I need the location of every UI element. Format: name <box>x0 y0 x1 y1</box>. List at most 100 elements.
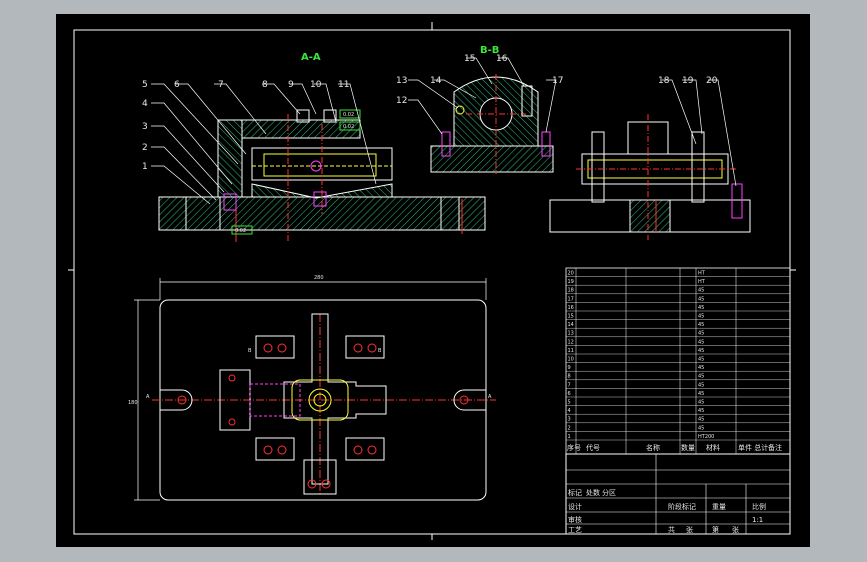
title-block: 标记 处数 分区 设计 审核 工艺 阶段标记 重量 比例 1:1 共 张 第 张 <box>565 453 791 535</box>
bom-row-material: HT <box>698 271 706 277</box>
bom-header-cell: 代号 <box>586 443 600 452</box>
tb-label-review: 审核 <box>568 515 582 524</box>
part-label-4: 4 <box>142 99 148 109</box>
part-label-18: 18 <box>658 76 670 86</box>
bom-row-material: 45 <box>698 339 704 345</box>
dimension-height: 180 <box>128 400 138 406</box>
part-label-15: 15 <box>464 54 475 64</box>
tb-label-stage: 阶段标记 <box>668 502 696 511</box>
tb-scale-value: 1:1 <box>752 516 763 524</box>
bom-row-material: 45 <box>698 374 704 380</box>
bom-row-number: 10 <box>568 357 574 363</box>
part-label-17: 17 <box>552 76 563 86</box>
bom-row-number: 19 <box>568 279 574 285</box>
part-label-3: 3 <box>142 122 148 132</box>
bom-header-cell: 序号 <box>567 443 581 452</box>
bom-row-number: 1 <box>568 434 571 440</box>
bom-row-number: 12 <box>568 339 574 345</box>
section-marker-a-left: A <box>146 394 150 400</box>
bom-row-number: 14 <box>568 322 574 328</box>
tb-label-sheets: 张 <box>686 525 693 534</box>
part-label-12: 12 <box>396 96 407 106</box>
tb-label-weight: 重量 <box>712 503 726 511</box>
section-marker-b-right: B <box>378 348 382 354</box>
bom-row-material: 45 <box>698 417 704 423</box>
part-label-19: 19 <box>682 76 694 86</box>
bom-row-material: 45 <box>698 348 704 354</box>
tb-label-count: 处数 <box>586 488 600 497</box>
bom-row-material: 45 <box>698 357 704 363</box>
bom-row-number: 4 <box>568 408 571 414</box>
bom-row-material: 45 <box>698 400 704 406</box>
bom-row-number: 17 <box>568 296 574 302</box>
bom-header-cell: 材料 <box>706 443 720 452</box>
bom-row-material: 45 <box>698 331 704 337</box>
section-bb-title: B-B <box>480 45 499 56</box>
bom-row-material: 45 <box>698 408 704 414</box>
bom-header-cell: 数量 <box>681 443 695 452</box>
tolerance-2: 0.02 <box>343 124 354 130</box>
bom-row-number: 8 <box>568 374 571 380</box>
bom-row-material: 45 <box>698 365 704 371</box>
bom-row-number: 18 <box>568 288 574 294</box>
part-label-9: 9 <box>288 80 294 90</box>
tb-label-process: 工艺 <box>568 526 582 534</box>
part-label-13: 13 <box>396 76 407 86</box>
bom-row-material: 45 <box>698 314 704 320</box>
drawing-sheet: A-A 0.02 0.02 0.02 <box>56 14 810 547</box>
bom-row-number: 13 <box>568 331 574 337</box>
bom-row-number: 9 <box>568 365 571 371</box>
section-marker-a-right: A <box>488 394 492 400</box>
bom-row-material: 45 <box>698 322 704 328</box>
bom-row-number: 3 <box>568 417 571 423</box>
part-label-2: 2 <box>142 143 148 153</box>
part-label-8: 8 <box>262 80 268 90</box>
bom-row-material: 45 <box>698 296 704 302</box>
part-label-16: 16 <box>496 54 508 64</box>
section-bb-view: B-B 12 13 14 15 16 17 <box>396 45 563 174</box>
tb-label-zone: 分区 <box>602 488 616 497</box>
section-aa-title: A-A <box>301 52 321 63</box>
bom-row-number: 6 <box>568 391 571 397</box>
bom-header-cell: 单件 总计 <box>738 443 768 452</box>
part-label-6: 6 <box>174 80 180 90</box>
section-aa-view: A-A 0.02 0.02 0.02 <box>142 52 486 242</box>
part-label-20: 20 <box>706 76 718 86</box>
bom-row-number: 11 <box>568 348 574 354</box>
part-label-11: 11 <box>338 80 349 90</box>
bom-row-number: 20 <box>568 271 574 277</box>
section-marker-b-left: B <box>248 348 252 354</box>
bom-row-number: 2 <box>568 425 571 431</box>
bom-row-number: 16 <box>568 305 574 311</box>
part-label-1: 1 <box>142 162 148 172</box>
bom-row-material: 45 <box>698 391 704 397</box>
part-label-10: 10 <box>310 80 322 90</box>
bom-row-number: 7 <box>568 382 571 388</box>
plan-view: 280 180 A A B B <box>128 275 496 501</box>
dimension-width: 280 <box>314 275 324 281</box>
tb-label-ratio: 比例 <box>752 502 766 511</box>
bom-row-number: 5 <box>568 400 571 406</box>
bom-row-material: 45 <box>698 305 704 311</box>
part-label-5: 5 <box>142 80 148 90</box>
tb-label-design: 设计 <box>568 502 582 511</box>
bom-row-number: 15 <box>568 314 574 320</box>
tolerance-3: 0.02 <box>235 228 246 234</box>
bom-row-material: HT200 <box>698 434 714 440</box>
bom-row-material: 45 <box>698 382 704 388</box>
tb-label-sheet: 张 <box>732 525 739 534</box>
tb-label-sheet-no: 第 <box>712 525 719 534</box>
bom-header-cell: 备注 <box>768 443 782 452</box>
part-label-7: 7 <box>218 80 224 90</box>
part-label-14: 14 <box>430 76 442 86</box>
drawing-canvas: A-A 0.02 0.02 0.02 <box>68 22 796 540</box>
bom-row-material: 45 <box>698 425 704 431</box>
tb-label-total: 共 <box>668 525 675 534</box>
side-view: 18 19 20 <box>549 76 751 240</box>
bom-row-material: 45 <box>698 288 704 294</box>
tolerance-1: 0.02 <box>343 112 354 118</box>
bom-row-material: HT <box>698 279 706 285</box>
tb-label-mark: 标记 <box>568 488 582 497</box>
bom-header-cell: 名称 <box>646 443 660 452</box>
